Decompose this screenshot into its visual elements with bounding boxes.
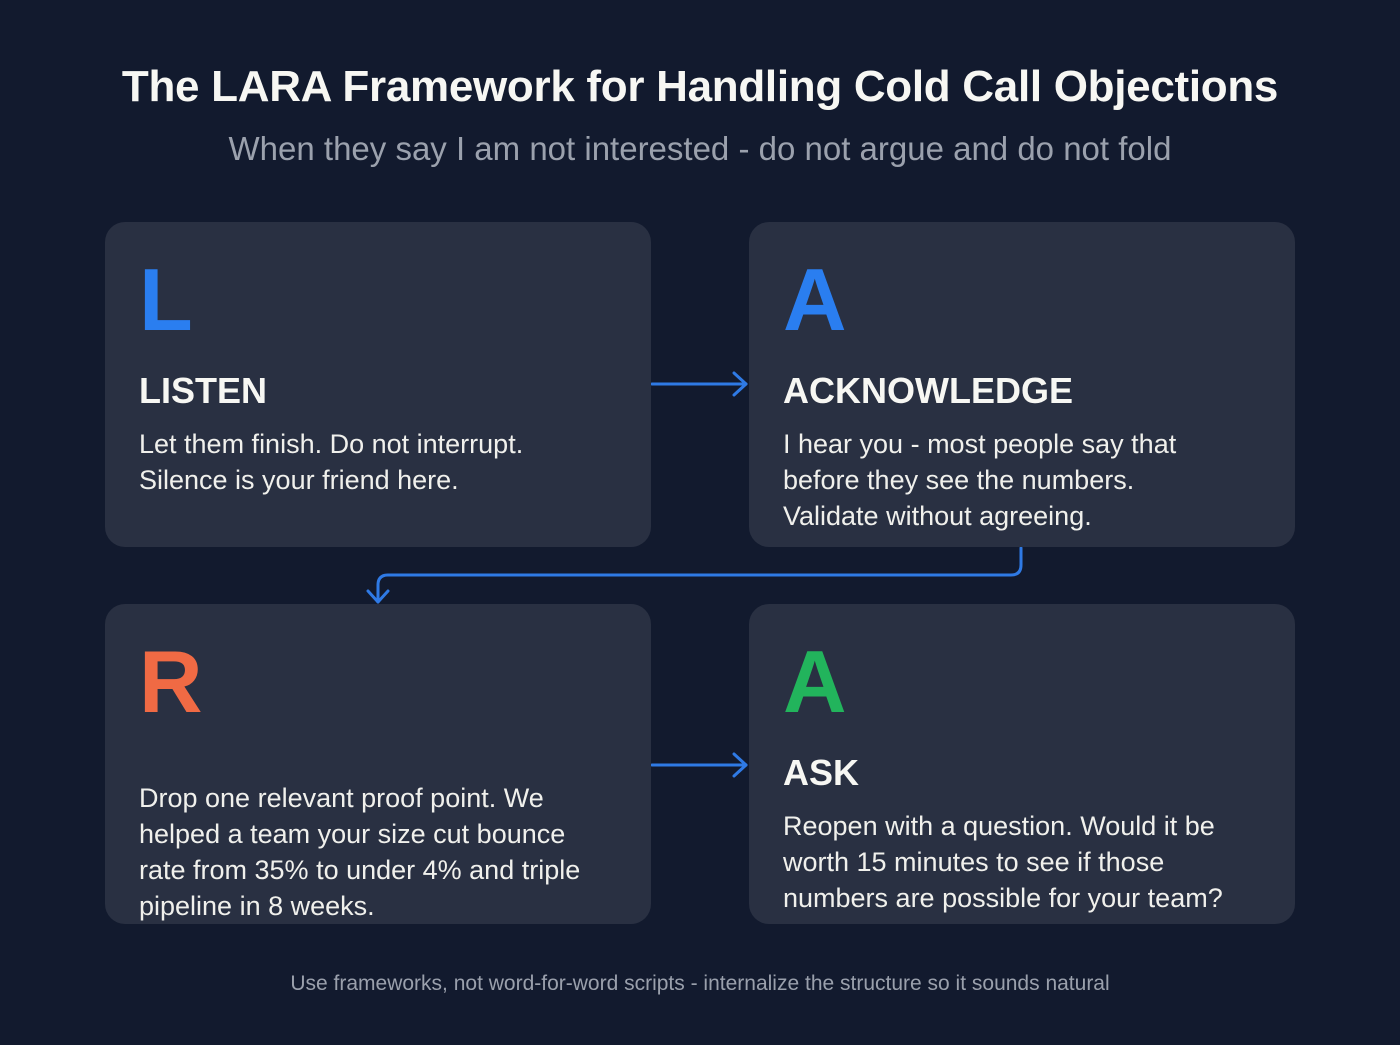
- step-body: Reopen with a question. Would it be wort…: [783, 811, 1223, 913]
- step-card-acknowledge: A ACKNOWLEDGE I hear you - most people s…: [749, 222, 1295, 547]
- step-letter: A: [783, 250, 847, 349]
- arrow-acknowledge-to-r-icon: [366, 546, 1023, 604]
- step-heading: LISTEN: [139, 370, 268, 411]
- step-body: Let them finish. Do not interrupt. Silen…: [139, 429, 524, 495]
- step-card-r: R Drop one relevant proof point. We help…: [105, 604, 651, 924]
- step-letter: R: [139, 632, 203, 731]
- step-heading: ACKNOWLEDGE: [783, 370, 1073, 411]
- step-body: Drop one relevant proof point. We helped…: [139, 783, 581, 921]
- step-body: I hear you - most people say that before…: [783, 429, 1177, 531]
- step-card-ask: A ASK Reopen with a question. Would it b…: [749, 604, 1295, 924]
- step-letter: L: [139, 250, 193, 349]
- arrow-listen-to-acknowledge-icon: [650, 371, 748, 397]
- footer-note: Use frameworks, not word-for-word script…: [290, 972, 1110, 995]
- arrow-r-to-ask-icon: [650, 752, 748, 778]
- step-letter: A: [783, 632, 847, 731]
- step-card-listen: L LISTEN Let them finish. Do not interru…: [105, 222, 651, 547]
- page-title: The LARA Framework for Handling Cold Cal…: [121, 62, 1279, 111]
- step-heading: ASK: [783, 752, 860, 793]
- page-subtitle: When they say I am not interested - do n…: [228, 130, 1172, 167]
